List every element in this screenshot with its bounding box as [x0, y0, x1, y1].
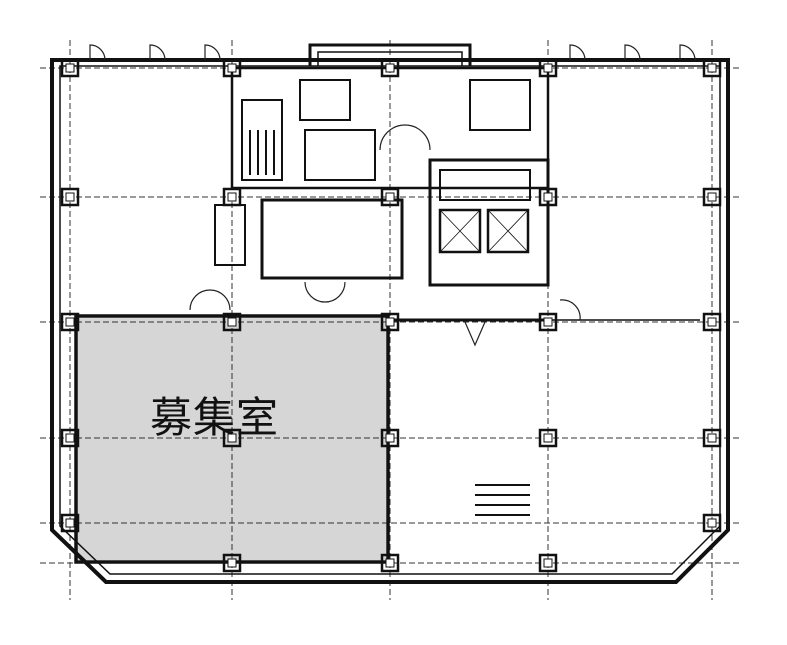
column — [538, 187, 558, 207]
column-core — [543, 433, 553, 443]
outer-wall — [50, 58, 730, 584]
elevator-shaft — [438, 208, 482, 254]
column — [380, 58, 400, 78]
column — [60, 513, 80, 533]
column — [380, 553, 400, 573]
window-door — [149, 44, 166, 61]
column-core — [227, 433, 237, 443]
column — [60, 312, 80, 332]
column — [380, 187, 400, 207]
column — [60, 187, 80, 207]
vacant-room-label: 募集室 — [150, 393, 280, 442]
door-swing — [559, 299, 581, 321]
column-core — [707, 518, 717, 528]
column — [222, 58, 242, 78]
window-door — [569, 44, 586, 61]
column — [538, 58, 558, 78]
elevator-shaft — [486, 208, 530, 254]
core-room-part — [299, 79, 351, 121]
core-room — [260, 198, 404, 280]
column — [702, 187, 722, 207]
door-swing — [379, 124, 431, 151]
elevator-cross — [439, 209, 481, 253]
column-core — [543, 192, 553, 202]
column — [222, 553, 242, 573]
column — [702, 428, 722, 448]
column-core — [543, 558, 553, 568]
column — [222, 428, 242, 448]
door-swing — [304, 281, 346, 303]
column-core — [227, 558, 237, 568]
core-annex — [308, 43, 472, 66]
column-core — [543, 317, 553, 327]
column — [60, 428, 80, 448]
column — [380, 428, 400, 448]
column — [702, 58, 722, 78]
column — [380, 312, 400, 332]
column-core — [385, 433, 395, 443]
column-core — [65, 518, 75, 528]
core-room-part — [214, 204, 246, 266]
door-swing — [189, 289, 231, 311]
core-room-part — [241, 99, 283, 181]
column-core — [385, 558, 395, 568]
column-core — [65, 63, 75, 73]
core-room-part — [469, 79, 531, 131]
core-room-part — [439, 169, 531, 201]
column-core — [385, 63, 395, 73]
column-core — [65, 192, 75, 202]
column — [538, 312, 558, 332]
column — [222, 312, 242, 332]
core-room-part — [304, 129, 376, 181]
column-core — [65, 433, 75, 443]
core-annex-inner — [317, 51, 463, 66]
column — [222, 187, 242, 207]
window-door — [204, 44, 221, 61]
column-core — [65, 317, 75, 327]
elevator-cross — [487, 209, 529, 253]
column — [60, 58, 80, 78]
window-door — [679, 44, 696, 61]
column-core — [227, 192, 237, 202]
column-core — [543, 63, 553, 73]
column-core — [707, 63, 717, 73]
column — [702, 513, 722, 533]
window-door — [89, 44, 106, 61]
window-door — [624, 44, 641, 61]
column-core — [227, 317, 237, 327]
column — [538, 428, 558, 448]
column-core — [707, 433, 717, 443]
door-swing — [464, 321, 486, 347]
column-core — [385, 192, 395, 202]
column-core — [707, 317, 717, 327]
column — [702, 312, 722, 332]
column-core — [707, 192, 717, 202]
column — [538, 553, 558, 573]
column-core — [385, 317, 395, 327]
elevator-hall — [428, 158, 550, 287]
column-core — [227, 63, 237, 73]
